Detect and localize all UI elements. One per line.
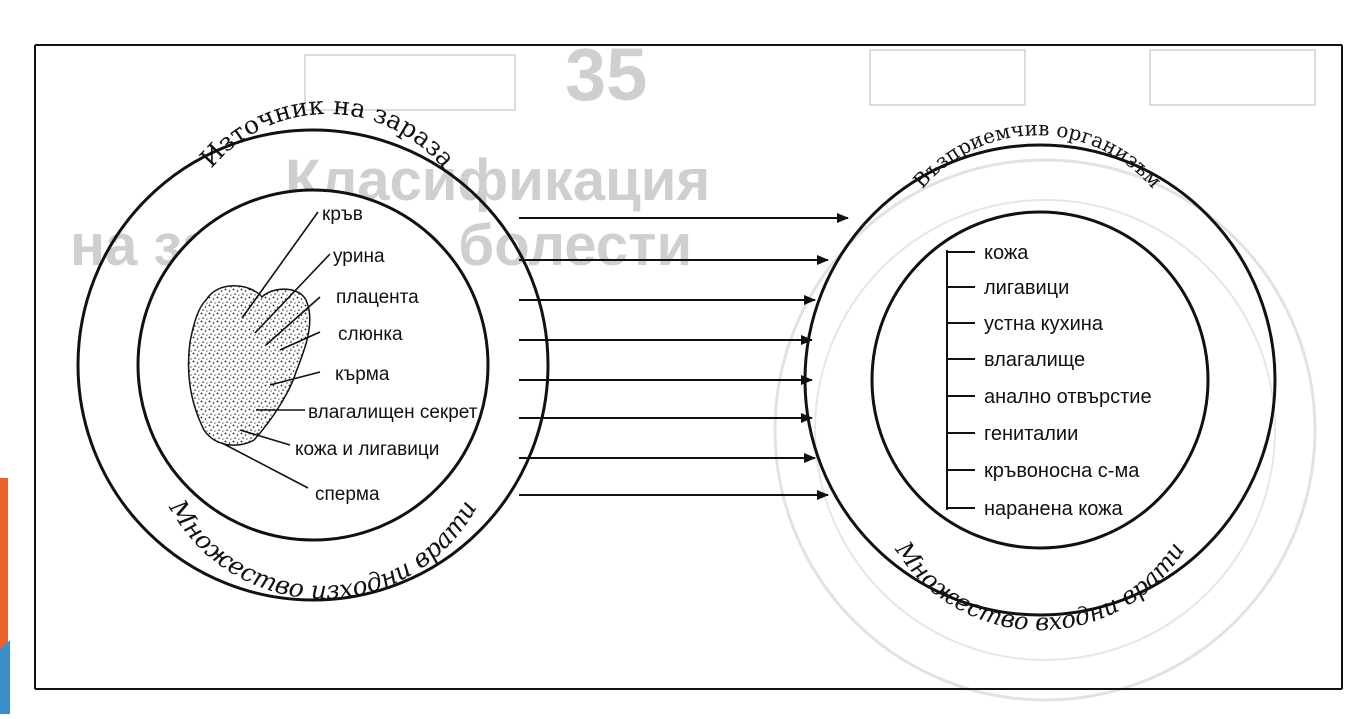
host-outer-circle bbox=[803, 143, 1277, 617]
fluid-vaginal-secretion: влагалищен секрет bbox=[308, 402, 478, 423]
source-outer-circle bbox=[76, 128, 550, 602]
entry-skin: кожа bbox=[984, 242, 1029, 264]
entry-circulatory-system: кръвоносна с-ма bbox=[984, 460, 1140, 482]
entry-bracket bbox=[946, 250, 975, 510]
entry-oral-cavity: устна кухина bbox=[984, 313, 1104, 335]
entry-wounded-skin: наранена кожа bbox=[984, 498, 1124, 520]
organism-blob bbox=[187, 285, 311, 446]
fluid-skin-mucosa: кожа и лигавици bbox=[295, 439, 439, 460]
fluid-sperm: сперма bbox=[315, 484, 380, 505]
transmission-arrows bbox=[519, 213, 849, 500]
entry-vagina: влагалище bbox=[984, 349, 1085, 371]
figure-frame bbox=[34, 44, 1343, 690]
fluid-milk: кърма bbox=[335, 364, 390, 385]
entry-anal-opening: анално отвърстие bbox=[984, 386, 1152, 408]
fluid-placenta: плацента bbox=[336, 287, 419, 308]
fluid-urine: урина bbox=[333, 246, 385, 267]
source-inner-circle bbox=[136, 188, 490, 542]
fluid-saliva: слюнка bbox=[338, 324, 403, 345]
entry-mucosa: лигавици bbox=[984, 277, 1069, 299]
entry-genitals: гениталии bbox=[984, 423, 1078, 445]
corner-accent bbox=[0, 478, 10, 714]
host-inner-circle bbox=[870, 210, 1210, 550]
fluid-blood: кръв bbox=[322, 204, 363, 225]
background-page-number: 35 bbox=[565, 33, 647, 116]
